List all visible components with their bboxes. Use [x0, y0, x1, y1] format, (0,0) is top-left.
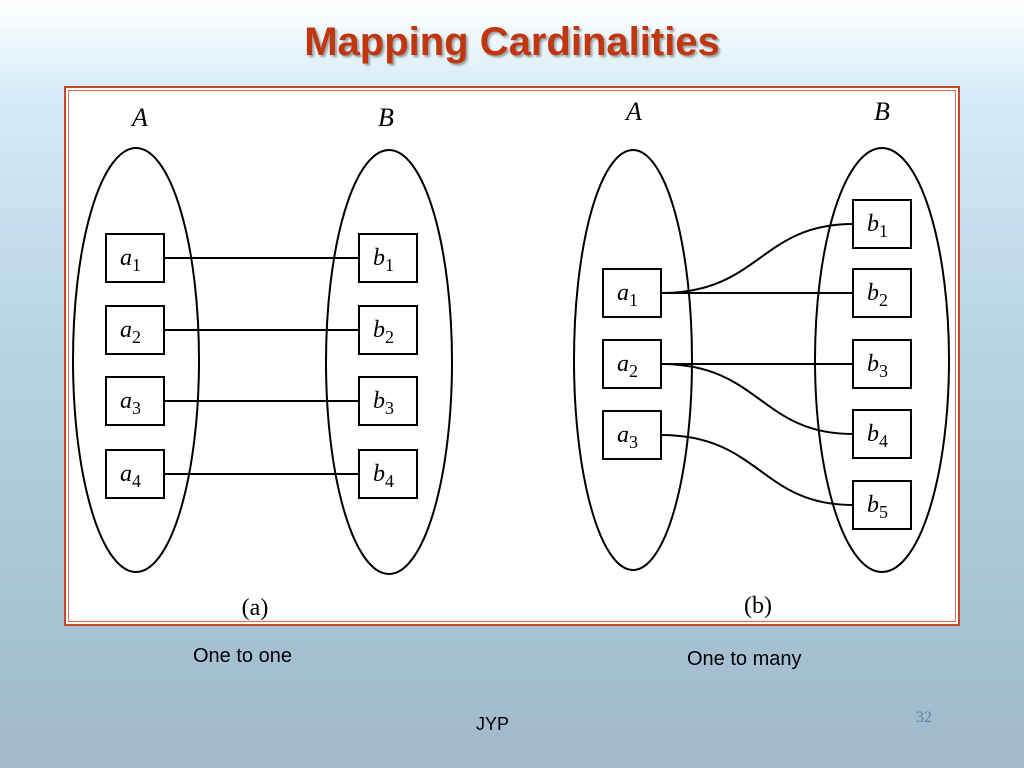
entity-b-subscript: 2: [385, 327, 394, 347]
entity-a-subscript: 1: [132, 255, 141, 275]
entity-a-subscript: 2: [629, 361, 638, 381]
slide-title: Mapping Cardinalities: [304, 20, 720, 64]
svg-text:b4: b4: [867, 421, 888, 451]
entity-b-base: b: [373, 317, 385, 343]
mapping-line-a2-b4: [660, 363, 854, 435]
entity-b-base: b: [867, 351, 879, 377]
caption-one-to-one: One to one: [193, 645, 292, 667]
page-number: 32: [916, 709, 932, 726]
diagram-b-label: (b): [744, 593, 772, 619]
svg-text:b1: b1: [867, 211, 888, 241]
diagram-a-mapping-lines: [163, 257, 360, 475]
entity-b-subscript: 4: [385, 471, 394, 491]
entity-a-subscript: 3: [629, 432, 638, 452]
svg-text:a3: a3: [617, 422, 638, 452]
diagram-b-left-entity: a2: [602, 339, 662, 389]
entity-b-base: b: [373, 388, 385, 414]
svg-text:b4: b4: [373, 461, 394, 491]
svg-text:a2: a2: [120, 317, 141, 347]
diagram-a-set-a-ellipse: [72, 147, 200, 573]
svg-text:a1: a1: [120, 245, 141, 275]
entity-a-base: a: [617, 422, 629, 448]
entity-b-base: b: [867, 492, 879, 518]
mapping-line-a3-b5: [660, 434, 854, 506]
svg-text:a4: a4: [120, 461, 141, 491]
diagram-a-right-entity: b1: [358, 233, 418, 283]
entity-a-base: a: [120, 461, 132, 487]
entity-b-subscript: 5: [879, 502, 888, 522]
entity-a-base: a: [120, 245, 132, 271]
entity-b-subscript: 2: [879, 290, 888, 310]
diagram-a-left-entity: a4: [105, 449, 165, 499]
svg-text:b2: b2: [373, 317, 394, 347]
diagram-b-set-b-ellipse: [814, 147, 950, 573]
diagram-b-right-entity: b2: [852, 268, 912, 318]
diagram-frame-inner-border: [68, 90, 956, 622]
entity-b-subscript: 4: [879, 431, 888, 451]
diagram-b-set-a-ellipse: [573, 149, 693, 571]
caption-one-to-many: One to many: [687, 648, 802, 670]
svg-text:a3: a3: [120, 388, 141, 418]
diagram-a-set-b-label: B: [378, 103, 394, 132]
svg-text:b5: b5: [867, 492, 888, 522]
diagram-a-right-entity: b2: [358, 305, 418, 355]
svg-text:b2: b2: [867, 280, 888, 310]
svg-text:a1: a1: [617, 280, 638, 310]
diagram-b-right-entity: b5: [852, 480, 912, 530]
entity-a-subscript: 3: [132, 398, 141, 418]
diagram-b-left-entity: a3: [602, 410, 662, 460]
diagram-b: A B a1 a2 a3: [573, 97, 950, 619]
entity-a-base: a: [617, 351, 629, 377]
diagram-a-label: (a): [242, 595, 269, 621]
entity-b-base: b: [867, 211, 879, 237]
diagram-b-set-b-label: B: [874, 97, 890, 126]
entity-b-base: b: [373, 245, 385, 271]
entity-b-subscript: 3: [385, 398, 394, 418]
svg-text:b3: b3: [867, 351, 888, 381]
entity-b-base: b: [867, 280, 879, 306]
entity-b-subscript: 1: [879, 221, 888, 241]
entity-b-subscript: 3: [879, 361, 888, 381]
diagram-a-set-b-ellipse: [325, 149, 453, 575]
diagram-b-right-entity: b1: [852, 199, 912, 249]
entity-b-base: b: [867, 421, 879, 447]
footer-author: JYP: [476, 714, 510, 734]
entity-a-base: a: [120, 317, 132, 343]
diagram-b-right-entity: b3: [852, 339, 912, 389]
entity-a-base: a: [120, 388, 132, 414]
diagram-a-right-entity: b3: [358, 376, 418, 426]
entity-a-subscript: 1: [629, 290, 638, 310]
diagram-a-left-entity: a1: [105, 233, 165, 283]
svg-text:b3: b3: [373, 388, 394, 418]
diagram-a: A B a1 a2 a3: [72, 103, 453, 621]
diagram-b-mapping-lines: [660, 223, 854, 506]
diagram-a-left-entity: a3: [105, 376, 165, 426]
mapping-line-a1-b1: [660, 223, 854, 294]
diagram-frame: [64, 86, 960, 626]
diagram-a-set-a-label: A: [130, 103, 148, 132]
diagram-b-right-entity: b4: [852, 409, 912, 459]
entity-b-base: b: [373, 461, 385, 487]
entity-a-base: a: [617, 280, 629, 306]
entity-a-subscript: 4: [132, 471, 141, 491]
diagram-b-left-entity: a1: [602, 268, 662, 318]
diagram-b-set-a-label: A: [624, 97, 642, 126]
diagram-a-right-entity: b4: [358, 449, 418, 499]
svg-text:b1: b1: [373, 245, 394, 275]
diagram-a-left-entity: a2: [105, 305, 165, 355]
entity-b-subscript: 1: [385, 255, 394, 275]
svg-text:a2: a2: [617, 351, 638, 381]
entity-a-subscript: 2: [132, 327, 141, 347]
